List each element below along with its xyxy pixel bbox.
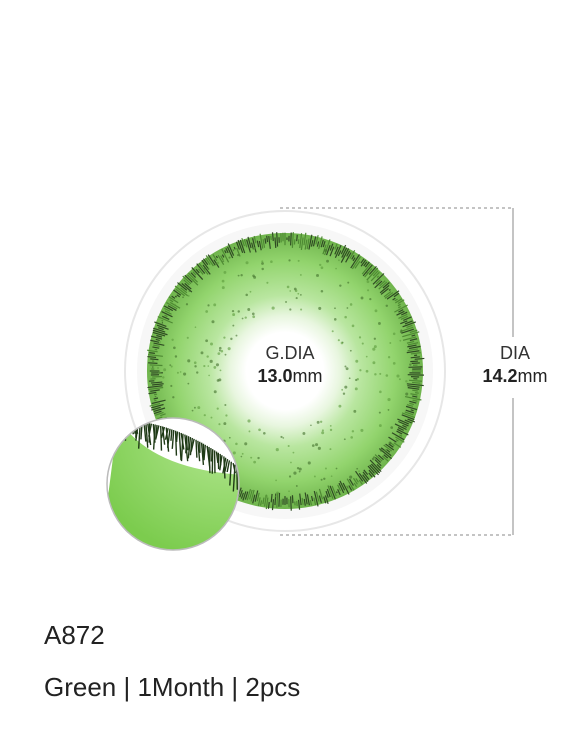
zoom-detail: [106, 417, 240, 551]
dia-title: DIA: [499, 343, 530, 363]
g-dia-value: 13.0: [257, 365, 293, 386]
lens-illustration: [106, 207, 514, 551]
dia-value: 14.2: [482, 365, 518, 386]
dia-unit: mm: [517, 365, 548, 386]
g-dia-title: G.DIA: [265, 343, 315, 363]
product-code: A872: [44, 620, 105, 650]
g-dia-unit: mm: [292, 365, 323, 386]
dia-label: DIA 14.2mm: [465, 342, 565, 387]
product-specs: Green | 1Month | 2pcs: [44, 672, 301, 702]
g-dia-label: G.DIA 13.0mm: [225, 342, 355, 387]
